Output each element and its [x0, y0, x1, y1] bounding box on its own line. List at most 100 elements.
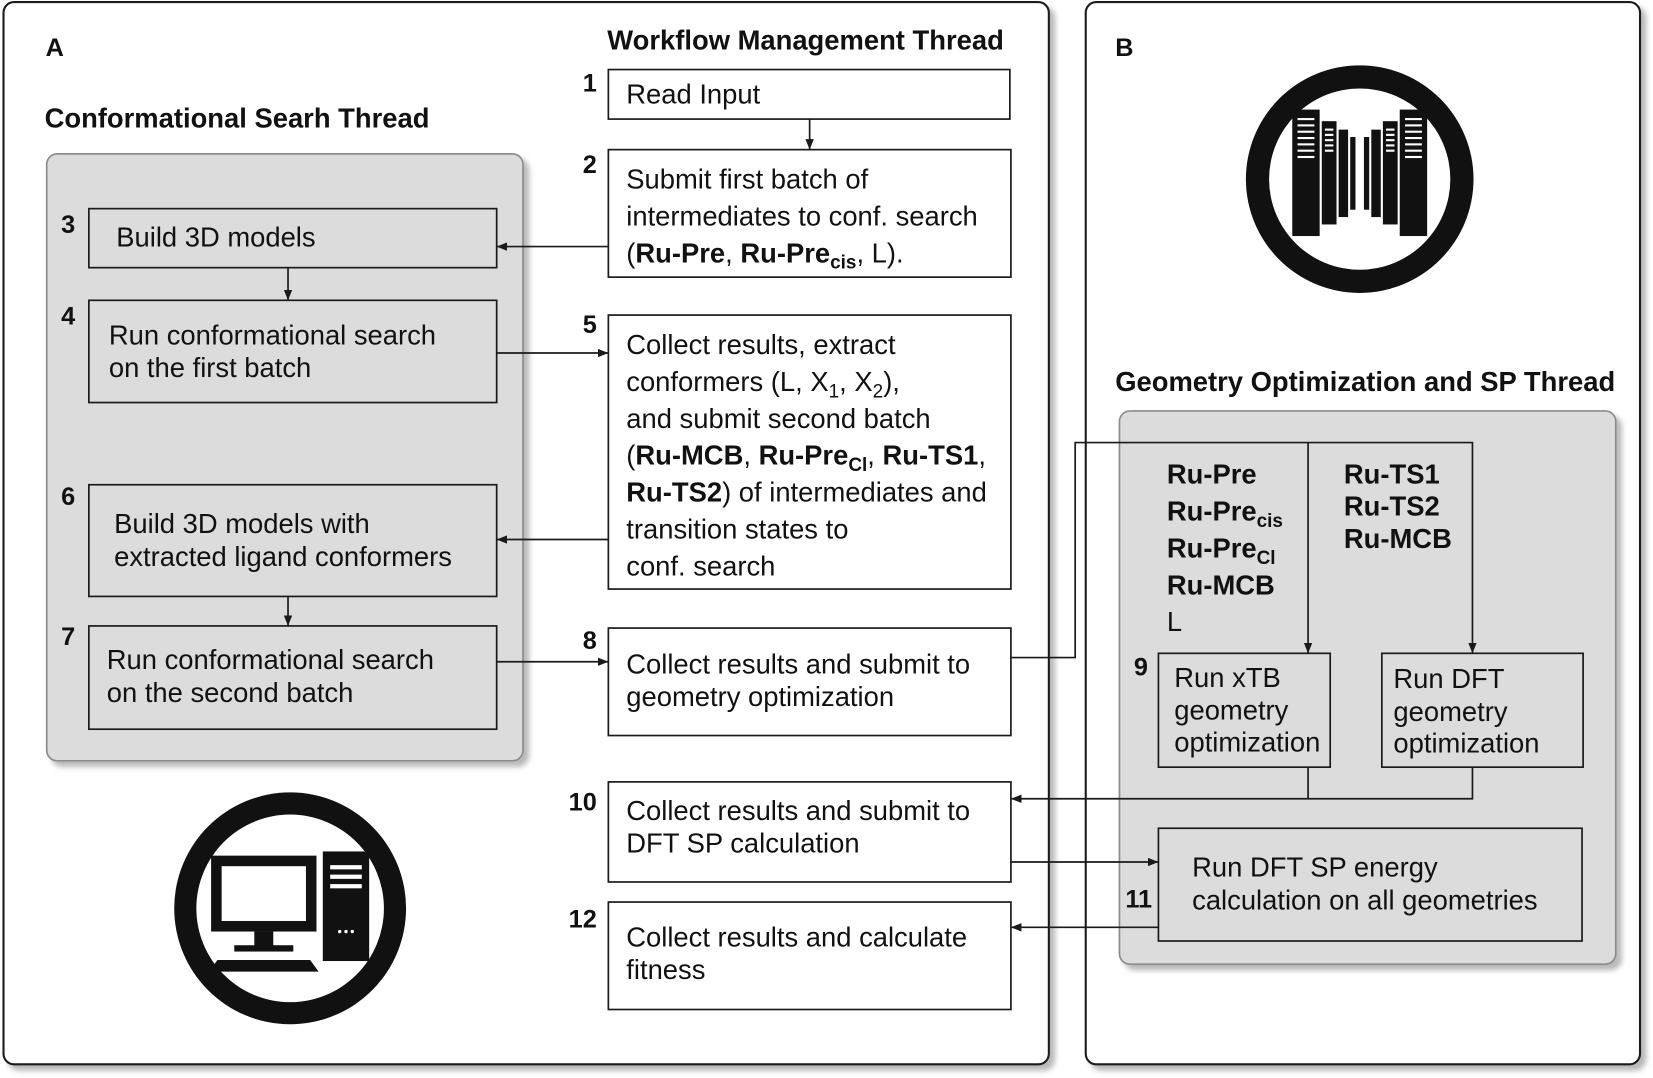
step7-box — [88, 625, 498, 731]
subscript: 2 — [873, 381, 884, 402]
step12-number: 12 — [569, 905, 597, 933]
species-ru-mcb: Ru-MCB — [635, 440, 743, 471]
server-rack — [1292, 109, 1320, 237]
step5-line4: (Ru-MCB, Ru-PreCl, Ru-TS1, — [626, 440, 986, 476]
xtb-species-ru-pre: Ru-Pre — [1167, 459, 1257, 490]
slot — [1405, 143, 1422, 146]
step2-line1: Submit first batch of — [626, 164, 868, 195]
slot — [1386, 139, 1395, 142]
step12-line1: Collect results and calculate — [626, 921, 967, 952]
step11-line1: Run DFT SP energy — [1192, 852, 1438, 883]
subscript: cis — [830, 253, 856, 274]
slot — [1324, 149, 1334, 152]
subscript: 1 — [829, 381, 840, 402]
monitor-base — [234, 945, 294, 952]
step9-xtb-box — [1157, 652, 1332, 768]
server-rack — [1321, 121, 1337, 225]
text-segment: conformers (L, X — [626, 366, 828, 397]
dft-species-ru-mcb: Ru-MCB — [1344, 523, 1452, 554]
xtb-species-ligand: L — [1167, 606, 1182, 637]
text-segment: ( — [626, 237, 635, 268]
step4-number: 4 — [61, 303, 75, 331]
species-ru-pre-cis: Ru-Pre — [740, 237, 830, 268]
server-rack — [1382, 121, 1398, 225]
species-name: Ru-Pre — [1167, 532, 1257, 563]
step4-box — [88, 299, 498, 404]
keyboard — [208, 959, 319, 972]
slot — [1297, 155, 1315, 159]
text-segment: , — [743, 440, 758, 471]
slot — [1297, 118, 1315, 121]
slot — [1324, 128, 1334, 131]
slot — [1386, 144, 1395, 147]
slot — [1324, 144, 1334, 147]
species-ru-ts1: Ru-TS1 — [883, 440, 979, 471]
server-rack — [1363, 136, 1370, 210]
slot — [1297, 149, 1315, 152]
workflow-thread-title: Workflow Management Thread — [607, 25, 1003, 56]
step9-line1: Run xTB — [1174, 662, 1281, 693]
step1-number: 1 — [583, 70, 597, 98]
drive-slot — [330, 865, 362, 870]
step9-line2: geometry — [1174, 695, 1288, 726]
server-rack — [1399, 109, 1428, 237]
text-segment: , X — [839, 366, 872, 397]
step12-line2: fitness — [626, 954, 705, 985]
step8-box — [607, 627, 1012, 737]
step7-line1: Run conformational search — [107, 644, 434, 675]
step5-box — [607, 314, 1012, 590]
step2-line3: (Ru-Pre, Ru-Precis, L). — [626, 237, 903, 273]
dft-species-ru-ts2: Ru-TS2 — [1344, 490, 1440, 521]
tower-led — [344, 929, 348, 934]
slot — [1405, 149, 1422, 152]
server-rack — [1350, 136, 1356, 210]
panel-a-label: A — [46, 34, 64, 62]
slot — [1386, 128, 1395, 131]
monitor-stand — [254, 931, 274, 947]
slot — [1386, 149, 1395, 152]
dft-opt-line1: Run DFT — [1393, 663, 1504, 694]
step5-line2: conformers (L, X1, X2), — [626, 366, 900, 402]
step5-line6: transition states to — [626, 513, 848, 544]
text-segment: ) of intermediates and — [722, 477, 987, 508]
geometry-thread-title: Geometry Optimization and SP Thread — [1115, 366, 1615, 397]
slot — [1405, 130, 1422, 133]
step3-box — [88, 207, 498, 269]
server-cluster-icon — [1245, 65, 1474, 293]
slot — [1324, 139, 1334, 142]
species-ru-ts2: Ru-TS2 — [626, 477, 722, 508]
step3-text: Build 3D models — [116, 222, 315, 253]
slot — [1405, 124, 1422, 127]
geometry-sp-thread-box — [1118, 410, 1617, 966]
xtb-species-ru-pre-cis: Ru-Precis — [1167, 496, 1283, 532]
dft-opt-box — [1380, 652, 1584, 768]
step6-number: 6 — [61, 483, 75, 511]
step10-number: 10 — [569, 788, 597, 816]
step6-line1: Build 3D models with — [114, 508, 370, 539]
step7-number: 7 — [61, 623, 75, 651]
step2-number: 2 — [583, 151, 597, 179]
step8-line2: geometry optimization — [626, 681, 894, 712]
step3-number: 3 — [61, 211, 75, 239]
drive-slot — [330, 884, 362, 889]
text-segment: , — [725, 237, 740, 268]
tower-led — [350, 929, 354, 934]
species-ru-pre: Ru-Pre — [635, 237, 725, 268]
step4-line1: Run conformational search — [109, 320, 436, 351]
text-segment: , L). — [856, 237, 903, 268]
xtb-species-ru-mcb: Ru-MCB — [1167, 569, 1275, 600]
step5-line5: Ru-TS2) of intermediates and — [626, 477, 987, 508]
step11-line2: calculation on all geometries — [1192, 884, 1537, 915]
subscript: Cl — [1257, 548, 1276, 569]
step6-line2: extracted ligand conformers — [114, 541, 452, 572]
step5-number: 5 — [583, 311, 597, 339]
step10-line2: DFT SP calculation — [626, 827, 859, 858]
step2-box — [607, 148, 1012, 278]
dft-species-ru-ts1: Ru-TS1 — [1344, 459, 1440, 490]
text-segment: ), — [883, 366, 900, 397]
step8-number: 8 — [583, 627, 597, 655]
slot — [1297, 130, 1315, 133]
subscript: cis — [1257, 511, 1283, 532]
slot — [1324, 133, 1334, 136]
